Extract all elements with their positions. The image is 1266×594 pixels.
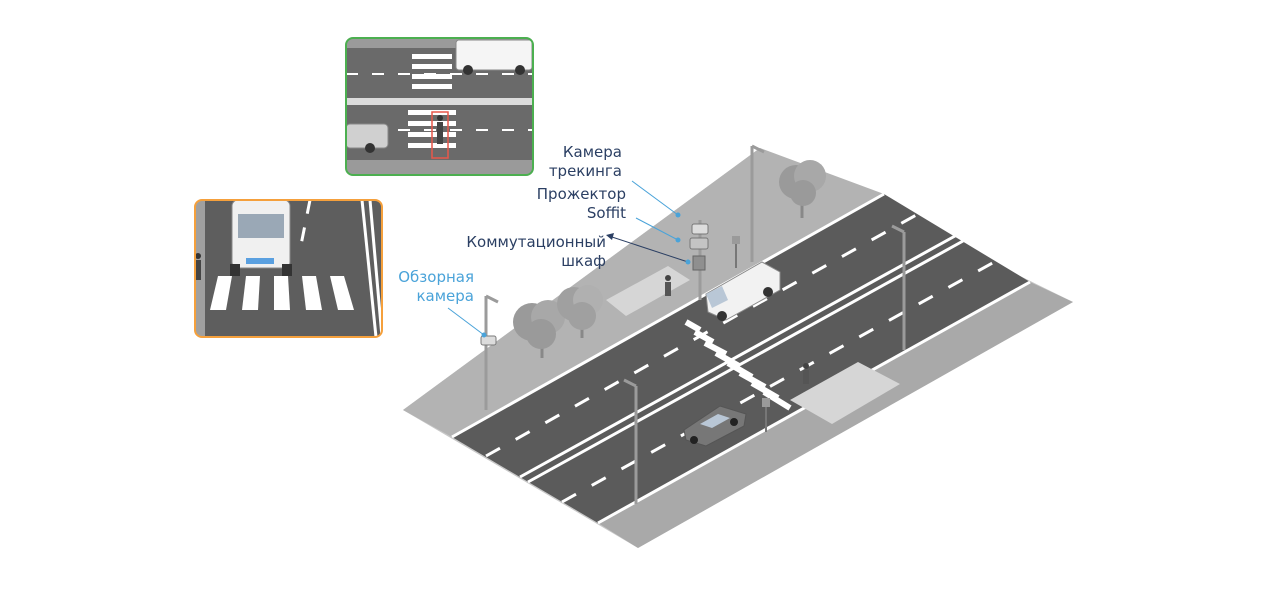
switch-cabinet-label-line1: Коммутационный bbox=[466, 233, 606, 251]
street-lamp-icon bbox=[891, 224, 906, 350]
street-lamp-icon bbox=[750, 144, 765, 262]
tracking-camera-icon bbox=[691, 223, 709, 235]
tree-icon bbox=[779, 160, 826, 218]
street-lamp-icon bbox=[623, 378, 638, 504]
crosswalk bbox=[684, 319, 792, 411]
detection-box bbox=[431, 111, 449, 159]
street-lamp-icon bbox=[484, 294, 499, 410]
switch-cabinet-icon bbox=[692, 255, 706, 271]
tracking-camera-label-line2: трекинга bbox=[548, 162, 622, 180]
floodlight-icon bbox=[689, 237, 709, 250]
tracking-camera-view bbox=[345, 37, 534, 176]
pedestrian-icon bbox=[437, 115, 443, 144]
car-icon bbox=[683, 405, 747, 447]
floodlight-label: Прожектор Soffit bbox=[516, 185, 626, 223]
floodlight-label-line1: Прожектор bbox=[536, 185, 626, 203]
tree-icon bbox=[557, 285, 603, 338]
leader-lines bbox=[447, 180, 691, 338]
van-icon bbox=[705, 261, 781, 321]
tree-icon bbox=[513, 300, 565, 358]
road-illustration bbox=[403, 144, 1073, 548]
overview-camera-label: Обзорная камера bbox=[380, 268, 474, 306]
overview-camera-label-line1: Обзорная bbox=[398, 268, 474, 286]
pedestrian-icon bbox=[195, 253, 201, 280]
switch-cabinet-label-line2: шкаф bbox=[561, 252, 606, 270]
tracking-camera-label-line1: Камера bbox=[562, 143, 622, 161]
floodlight-label-line2: Soffit bbox=[586, 204, 626, 222]
overview-camera-view bbox=[194, 199, 383, 338]
tracking-camera-label: Камера трекинга bbox=[540, 143, 622, 181]
pedestrian-icon bbox=[665, 275, 671, 296]
overview-camera-icon bbox=[480, 335, 497, 346]
overview-camera-label-line2: камера bbox=[416, 287, 474, 305]
switch-cabinet-label: Коммутационный шкаф bbox=[446, 233, 606, 271]
pedestrian-icon bbox=[803, 363, 809, 384]
asphalt bbox=[452, 194, 1030, 523]
